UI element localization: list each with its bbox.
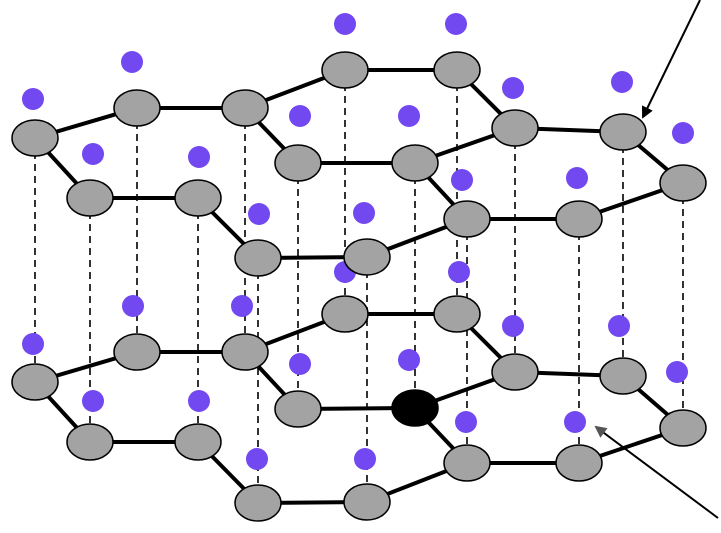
interstitial-dot [248, 203, 270, 225]
interstitial-dot [289, 353, 311, 375]
lower-layer-atom [221, 333, 269, 371]
bottom-pointer-arrow-icon [594, 425, 719, 519]
interstitial-dot [502, 77, 524, 99]
lattice-atoms [11, 51, 707, 522]
upper-layer-atom [174, 179, 222, 217]
upper-layer-atom [555, 200, 603, 238]
interstitial-dot [566, 167, 588, 189]
interstitial-dot [354, 448, 376, 470]
interstitial-dot [608, 315, 630, 337]
interstitial-dot [231, 295, 253, 317]
interstitial-dot [22, 333, 44, 355]
interstitial-dot [289, 105, 311, 127]
vertical-dashed-links [34, 84, 684, 489]
upper-layer-atom [11, 119, 59, 157]
interstitial-dot [455, 411, 477, 433]
highlighted-atom [391, 389, 439, 427]
lower-layer-atom [174, 423, 222, 461]
lower-layer-atom [234, 484, 282, 522]
upper-layer-atom [659, 164, 707, 202]
interstitial-dot [121, 51, 143, 73]
lower-layer-atom [599, 357, 647, 395]
interstitial-dot [122, 295, 144, 317]
lower-layer-atom [66, 423, 114, 461]
upper-layer-atom [66, 179, 114, 217]
interstitial-dot [82, 390, 104, 412]
interstitial-dot [445, 13, 467, 35]
interstitial-dot [672, 122, 694, 144]
lattice-bonds [33, 68, 685, 505]
upper-layer-atom [343, 238, 391, 276]
interstitial-dot [188, 390, 210, 412]
interstitial-dots [22, 13, 694, 470]
interstitial-dot [666, 361, 688, 383]
lower-layer-atom [11, 363, 59, 401]
lower-layer-atom [659, 409, 707, 447]
upper-layer-atom [234, 239, 282, 277]
upper-layer-atom [599, 113, 647, 151]
upper-layer-atom [274, 144, 322, 182]
interstitial-dot [398, 105, 420, 127]
upper-layer-atom [443, 200, 491, 238]
upper-layer-atom [321, 51, 369, 89]
lower-layer-atom [343, 483, 391, 521]
lower-layer-atom [491, 353, 539, 391]
pointer-arrows [594, 0, 719, 519]
interstitial-dot [398, 349, 420, 371]
interstitial-dot [82, 143, 104, 165]
interstitial-dot [246, 448, 268, 470]
interstitial-dot [611, 71, 633, 93]
upper-layer-atom [491, 109, 539, 147]
upper-layer-atom [433, 51, 481, 89]
top-pointer-arrow-icon [641, 0, 701, 119]
lower-layer-atom [433, 295, 481, 333]
interstitial-dot [353, 202, 375, 224]
upper-layer-atom [113, 89, 161, 127]
lower-layer-atom [113, 333, 161, 371]
upper-layer-atom [221, 89, 269, 127]
upper-layer-atom [391, 144, 439, 182]
interstitial-dot [188, 146, 210, 168]
lower-layer-atom [443, 444, 491, 482]
lower-layer-atom [321, 295, 369, 333]
interstitial-dot [451, 169, 473, 191]
interstitial-dot [448, 261, 470, 283]
lower-layer-atom [555, 444, 603, 482]
interstitial-dot [564, 411, 586, 433]
interstitial-dot [22, 88, 44, 110]
lower-layer-atom [274, 390, 322, 428]
interstitial-dot [334, 13, 356, 35]
interstitial-dot [502, 315, 524, 337]
